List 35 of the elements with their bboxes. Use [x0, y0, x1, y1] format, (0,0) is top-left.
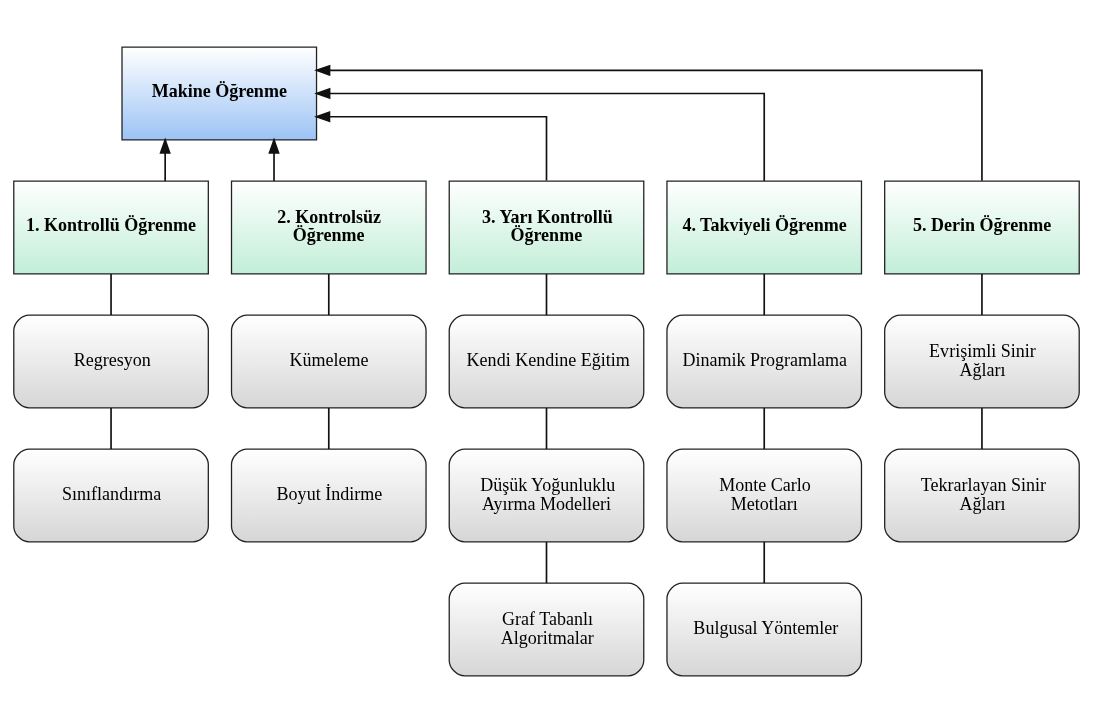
- node-box: 2. Kontrolsüz Öğrenme: [230, 180, 427, 275]
- node-box: Boyut İndirme: [230, 447, 427, 542]
- node-box: Tekrarlayan Sinir Ağları: [884, 447, 1080, 542]
- connector: [545, 540, 548, 584]
- node-box: 4. Takviyeli Öğrenme: [666, 180, 863, 275]
- node-box: Makine Öğrenme: [121, 46, 318, 141]
- arrow: [159, 136, 171, 182]
- connector: [545, 272, 548, 316]
- connector: [763, 406, 766, 450]
- connector: [981, 406, 983, 450]
- node-box: Sınıflandırma: [13, 447, 209, 542]
- node-box: 3. Yarı Kontrollü Öğrenme: [448, 180, 645, 275]
- connector: [327, 272, 330, 316]
- node-box: Bulgusal Yöntemler: [666, 581, 863, 676]
- node-box: Evrişimli Sinir Ağları: [884, 313, 1080, 409]
- connector: [981, 272, 983, 316]
- connector: [110, 272, 112, 316]
- arrow: [314, 110, 548, 181]
- connector: [110, 406, 112, 450]
- node-box: Dinamik Programlama: [666, 313, 863, 409]
- arrow: [314, 64, 983, 182]
- connector: [327, 406, 330, 450]
- arrow: [314, 87, 766, 182]
- node-box: Düşük Yoğunluklu Ayırma Modelleri: [448, 447, 645, 542]
- node-box: Kümeleme: [230, 313, 427, 409]
- node-box: 1. Kontrollü Öğrenme: [13, 180, 209, 275]
- node-box: Regresyon: [13, 313, 209, 409]
- node-box: Monte Carlo Metotları: [666, 447, 863, 542]
- node-box: Graf Tabanlı Algoritmalar: [448, 581, 645, 676]
- node-box: Kendi Kendine Eğitim: [448, 313, 645, 409]
- node-box: 5. Derin Öğrenme: [884, 180, 1080, 275]
- connector: [545, 406, 548, 450]
- connector: [763, 540, 766, 584]
- arrow: [268, 136, 280, 182]
- connector: [763, 272, 766, 316]
